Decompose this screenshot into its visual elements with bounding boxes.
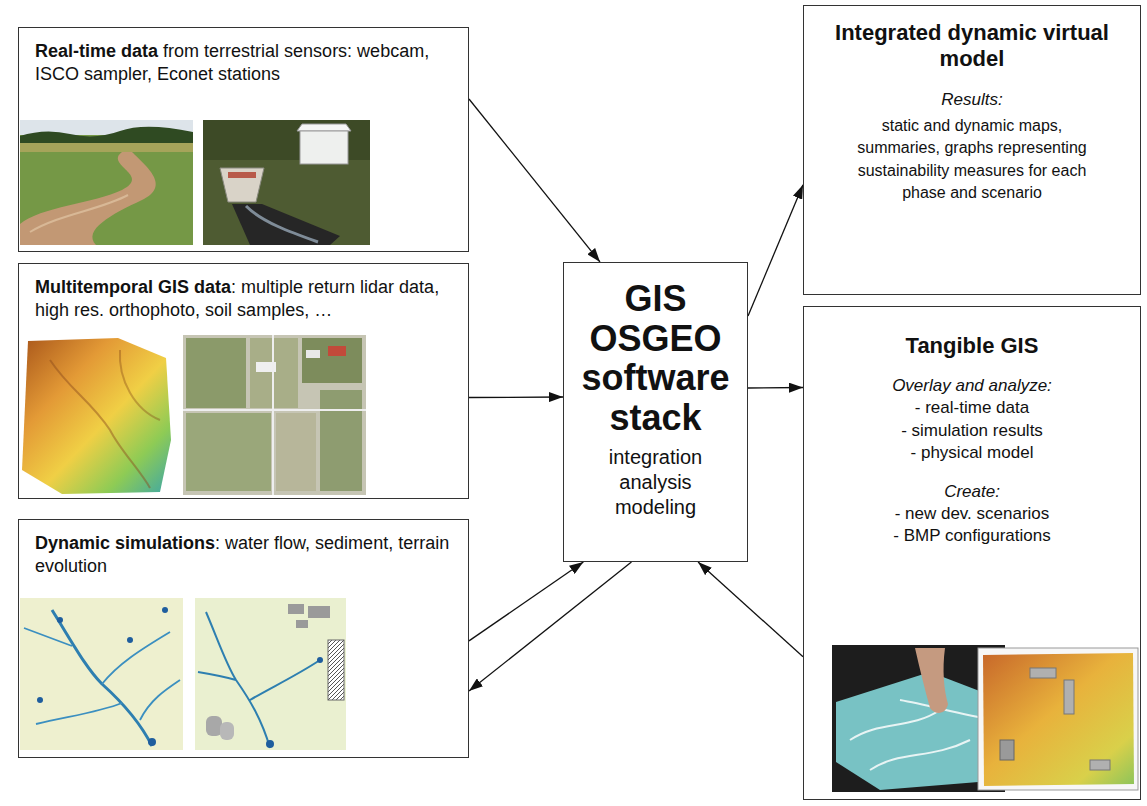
box-text: static and dynamic maps, summaries, grap… [857, 115, 1087, 205]
box-heading: Integrated dynamic virtual model [814, 20, 1130, 73]
building [1000, 740, 1014, 760]
pond [57, 617, 63, 623]
dem-surface [22, 338, 171, 494]
list-item: - real-time data [814, 397, 1130, 419]
photo-ground [20, 120, 193, 245]
dem-valley [50, 360, 150, 488]
tributary [24, 628, 180, 724]
pond [148, 738, 156, 746]
development-flow-map [195, 598, 346, 750]
tank [220, 722, 234, 740]
box-subheading: Overlay and analyze: [814, 375, 1130, 397]
list-item: - BMP configurations [814, 525, 1130, 547]
connector-arrow [698, 562, 803, 657]
box-subheading: Results: [814, 89, 1130, 111]
list-item: - physical model [814, 442, 1130, 464]
data-source-box: Multitemporal GIS data: multiple return … [18, 263, 469, 499]
sampler-box [300, 131, 348, 164]
building [328, 346, 346, 356]
hub-box: GIS OSGEO software stack integration anal… [563, 262, 748, 562]
photo-ground [183, 335, 366, 495]
flume-plate [228, 172, 256, 178]
tangible-overlay [978, 648, 1138, 790]
projected-flow [850, 700, 995, 770]
pond [127, 637, 133, 643]
muddy-stream [20, 152, 156, 245]
building [1030, 668, 1056, 678]
photo-ground [203, 120, 370, 245]
field [276, 413, 316, 491]
data-source-box: Real-time datafrom terrestrial sensors: … [18, 27, 469, 252]
lidar-dem [22, 338, 171, 494]
orthophoto [183, 335, 366, 495]
river-photo [20, 120, 193, 245]
map-ground [20, 598, 183, 750]
flume [220, 168, 264, 202]
building [1064, 680, 1074, 714]
far-field [20, 143, 193, 152]
list-item: - new dev. scenarios [814, 503, 1130, 525]
building [288, 604, 304, 614]
building [308, 606, 330, 618]
connector-arrow [469, 562, 631, 691]
road [183, 335, 366, 495]
hand [915, 648, 948, 713]
dem-ridge [120, 350, 160, 420]
tank [206, 716, 222, 736]
map-ground [195, 598, 346, 750]
box-heading: Dynamic simulations [35, 533, 215, 553]
building [296, 620, 308, 628]
stream [198, 612, 320, 748]
stream-highlight [30, 195, 128, 232]
connector-arrow [469, 562, 583, 641]
runoff-water [246, 206, 318, 242]
field [186, 413, 271, 491]
box-heading: Multitemporal GIS data [35, 277, 231, 297]
hatched-area [328, 640, 344, 700]
pond [317, 657, 323, 663]
hub-title: GIS OSGEO software stack [581, 279, 729, 437]
pond [162, 607, 168, 613]
flow-map [20, 598, 183, 750]
box-heading: Real-time data [35, 41, 158, 61]
connector-arrow [748, 185, 803, 316]
list-item: - simulation results [814, 420, 1130, 442]
sampler-photo [203, 120, 370, 245]
building [306, 350, 320, 358]
image-frame [978, 648, 1138, 790]
field [186, 338, 246, 408]
sampler-roof [297, 124, 351, 131]
pond [266, 740, 274, 748]
box-subheading: Create: [814, 481, 1130, 503]
field [302, 338, 362, 383]
connector-arrow [469, 99, 600, 262]
connector-arrow [748, 387, 803, 389]
pond [37, 697, 43, 703]
tree-line [20, 127, 193, 143]
connector-arrow [469, 396, 563, 398]
hub-text: integration analysis modeling [609, 445, 702, 520]
box-heading: Tangible GIS [814, 333, 1130, 359]
stream [52, 610, 152, 746]
tangible-box: Tangible GIS Overlay and analyze:- real-t… [803, 306, 1141, 800]
terrain-overlay [983, 653, 1134, 786]
simulation-box: Dynamic simulations: water flow, sedimen… [18, 519, 469, 758]
building [1090, 760, 1110, 770]
output-box: Integrated dynamic virtual modelResults:… [803, 5, 1141, 295]
plastic-sheet [232, 204, 340, 245]
field [320, 390, 362, 491]
